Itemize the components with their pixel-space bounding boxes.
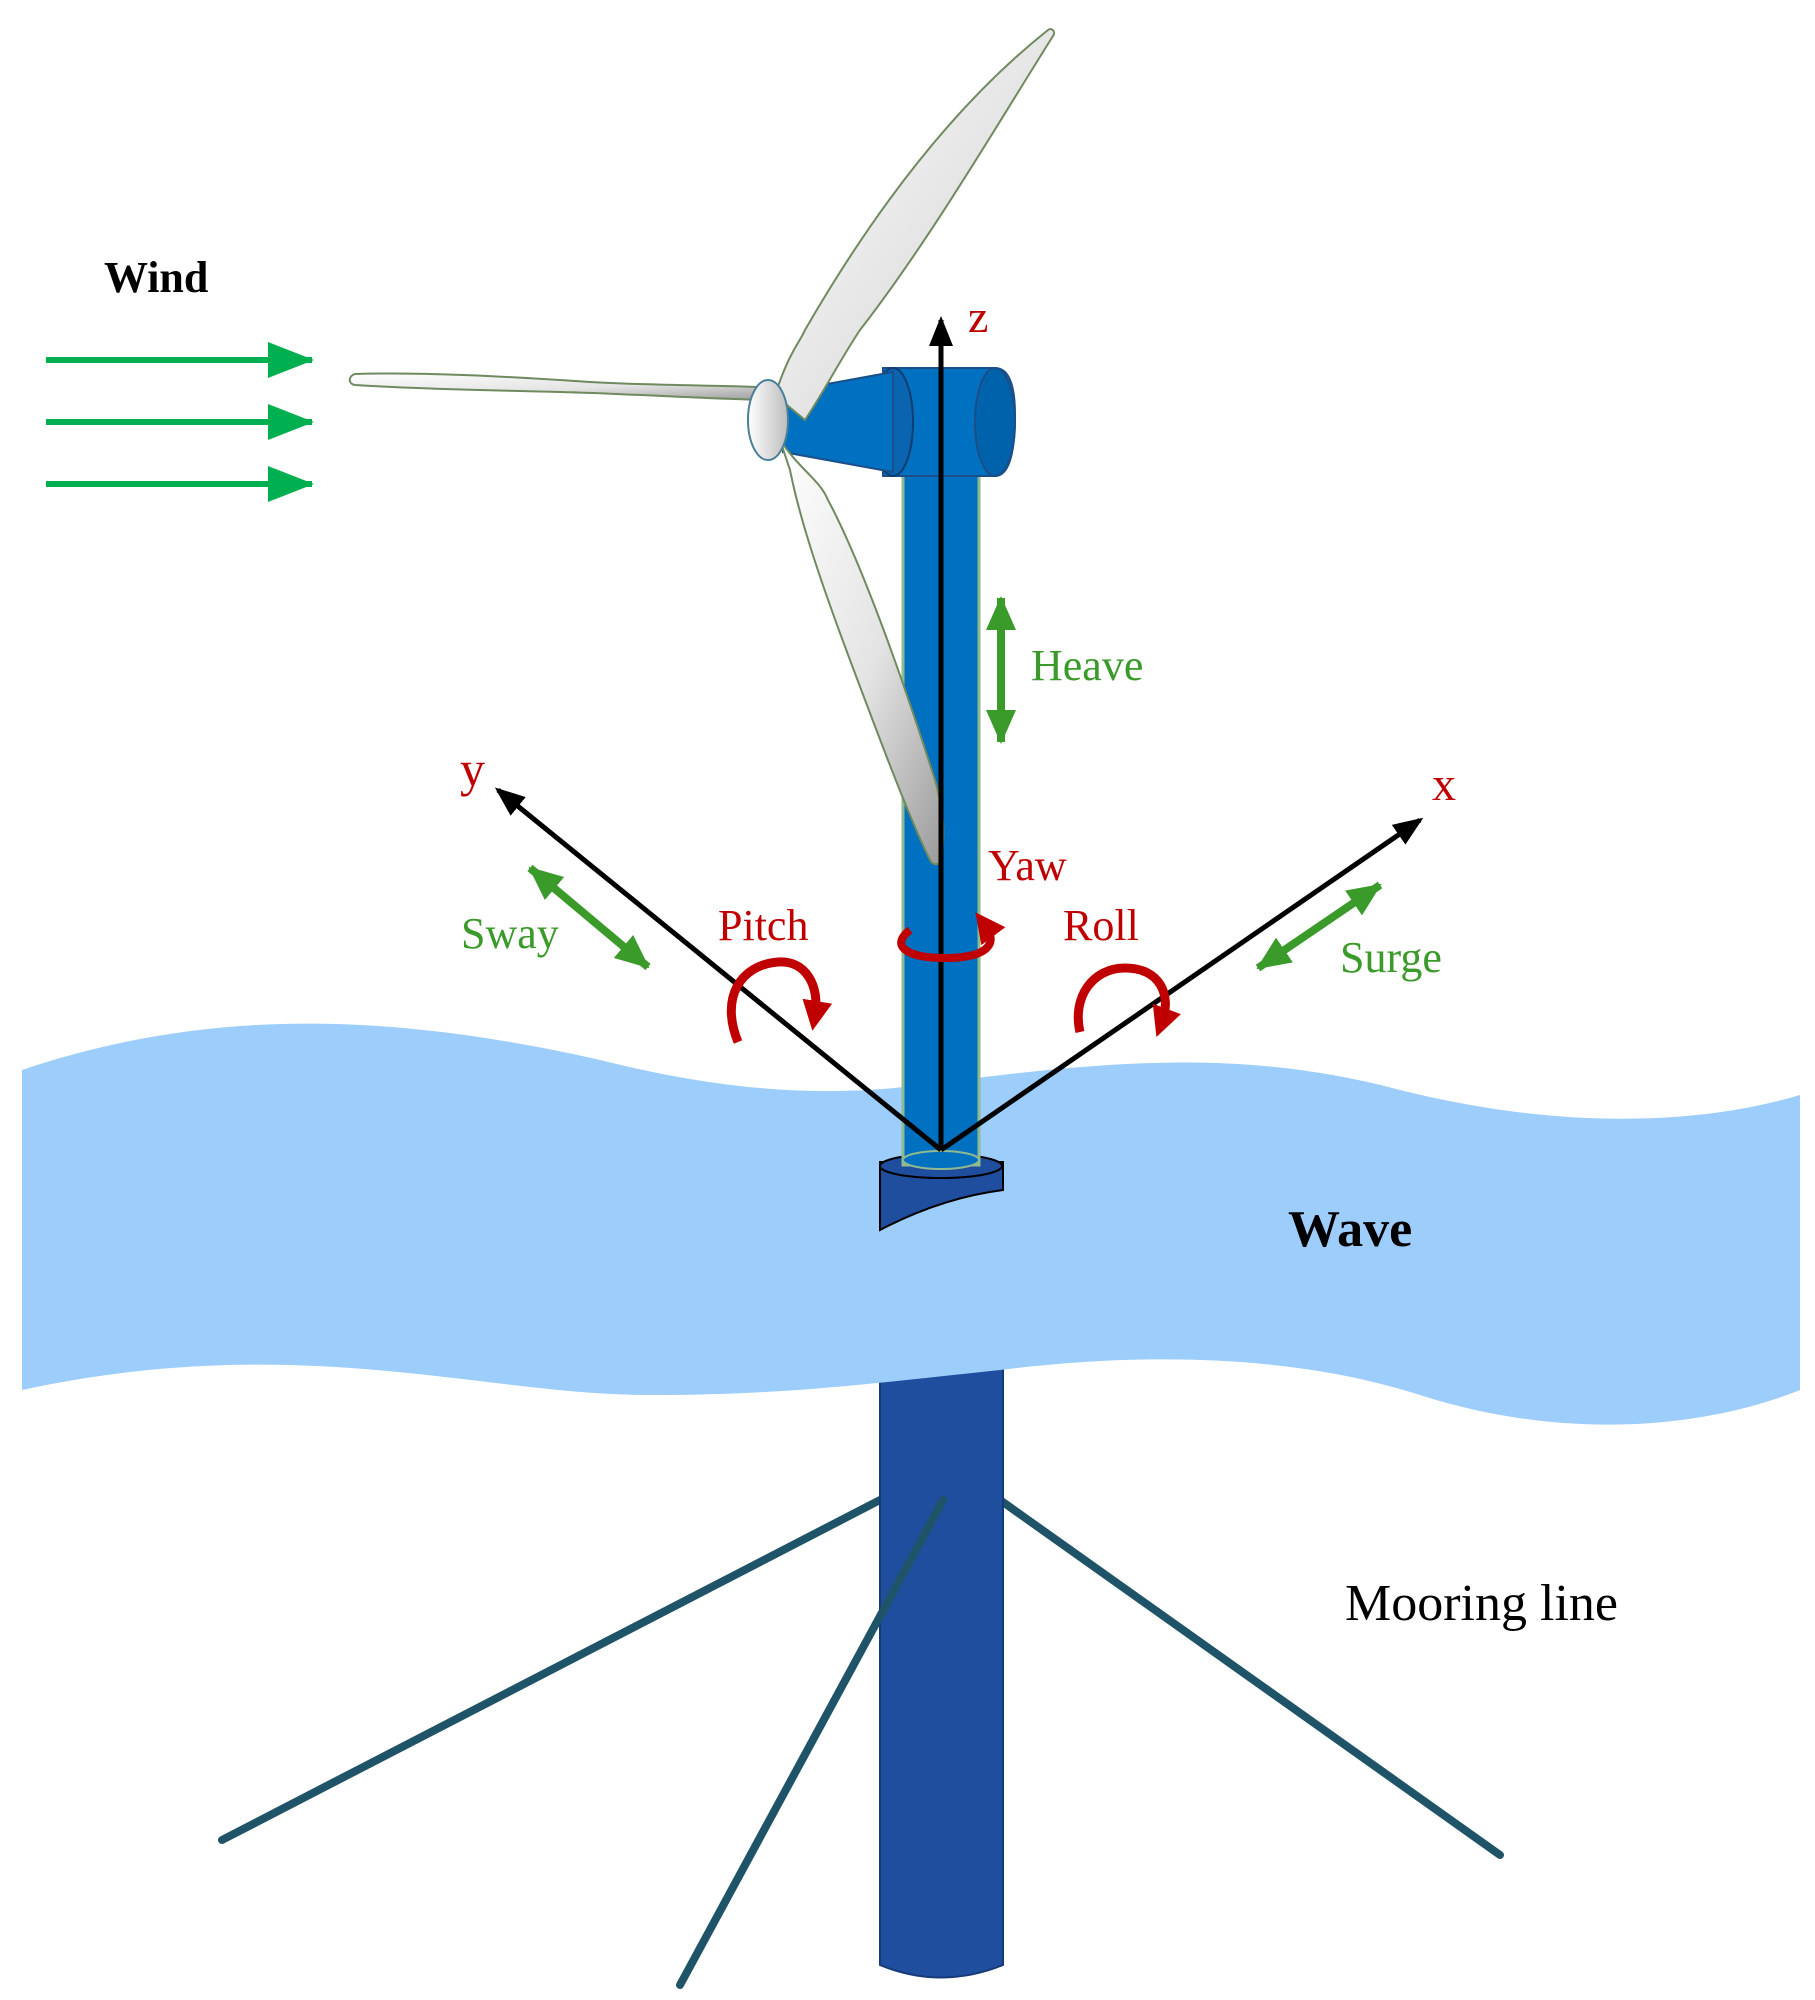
- wave-label: Wave: [1288, 1201, 1412, 1258]
- roll-label: Roll: [1063, 901, 1139, 950]
- yaw-rotation-arrow: [897, 912, 1006, 963]
- spar-top: [879, 1161, 1004, 1232]
- y-axis: [494, 787, 943, 1152]
- pitch-rotation-arrow: [726, 957, 833, 1044]
- z-axis-label: z: [968, 291, 988, 342]
- x-axis-label: x: [1432, 758, 1456, 811]
- heave-label: Heave: [1031, 641, 1143, 690]
- rotor-blades: [348, 28, 1056, 866]
- translational-motion-arrows: [527, 596, 1383, 972]
- blade-left: [348, 372, 782, 402]
- mooring-line-left: [218, 1496, 884, 1844]
- tower-base: [902, 1150, 980, 1170]
- surge-arrow: [1255, 881, 1383, 972]
- mooring-line-front: [676, 1496, 947, 1989]
- surge-label: Surge: [1340, 933, 1442, 982]
- rotor-hub: [747, 379, 789, 461]
- roll-rotation-arrow: [1073, 963, 1181, 1038]
- coordinate-axes: [494, 316, 1424, 1153]
- sway-arrow: [527, 864, 651, 971]
- yaw-label: Yaw: [988, 841, 1067, 890]
- sway-label: Sway: [461, 909, 559, 958]
- wind-arrows: [46, 342, 314, 502]
- mooring-line-label: Mooring line: [1345, 1575, 1618, 1632]
- mooring-line-right: [996, 1496, 1504, 1859]
- x-axis: [939, 817, 1424, 1153]
- water-surface: [22, 1023, 1800, 1425]
- y-axis-label: y: [460, 741, 485, 797]
- blade-top: [773, 28, 1056, 422]
- wind-label: Wind: [104, 253, 208, 302]
- spar-buoy: [879, 1299, 1004, 1979]
- mooring-lines: [218, 1496, 1504, 1859]
- rotational-motion-arrows: [726, 912, 1181, 1044]
- pitch-label: Pitch: [718, 901, 808, 950]
